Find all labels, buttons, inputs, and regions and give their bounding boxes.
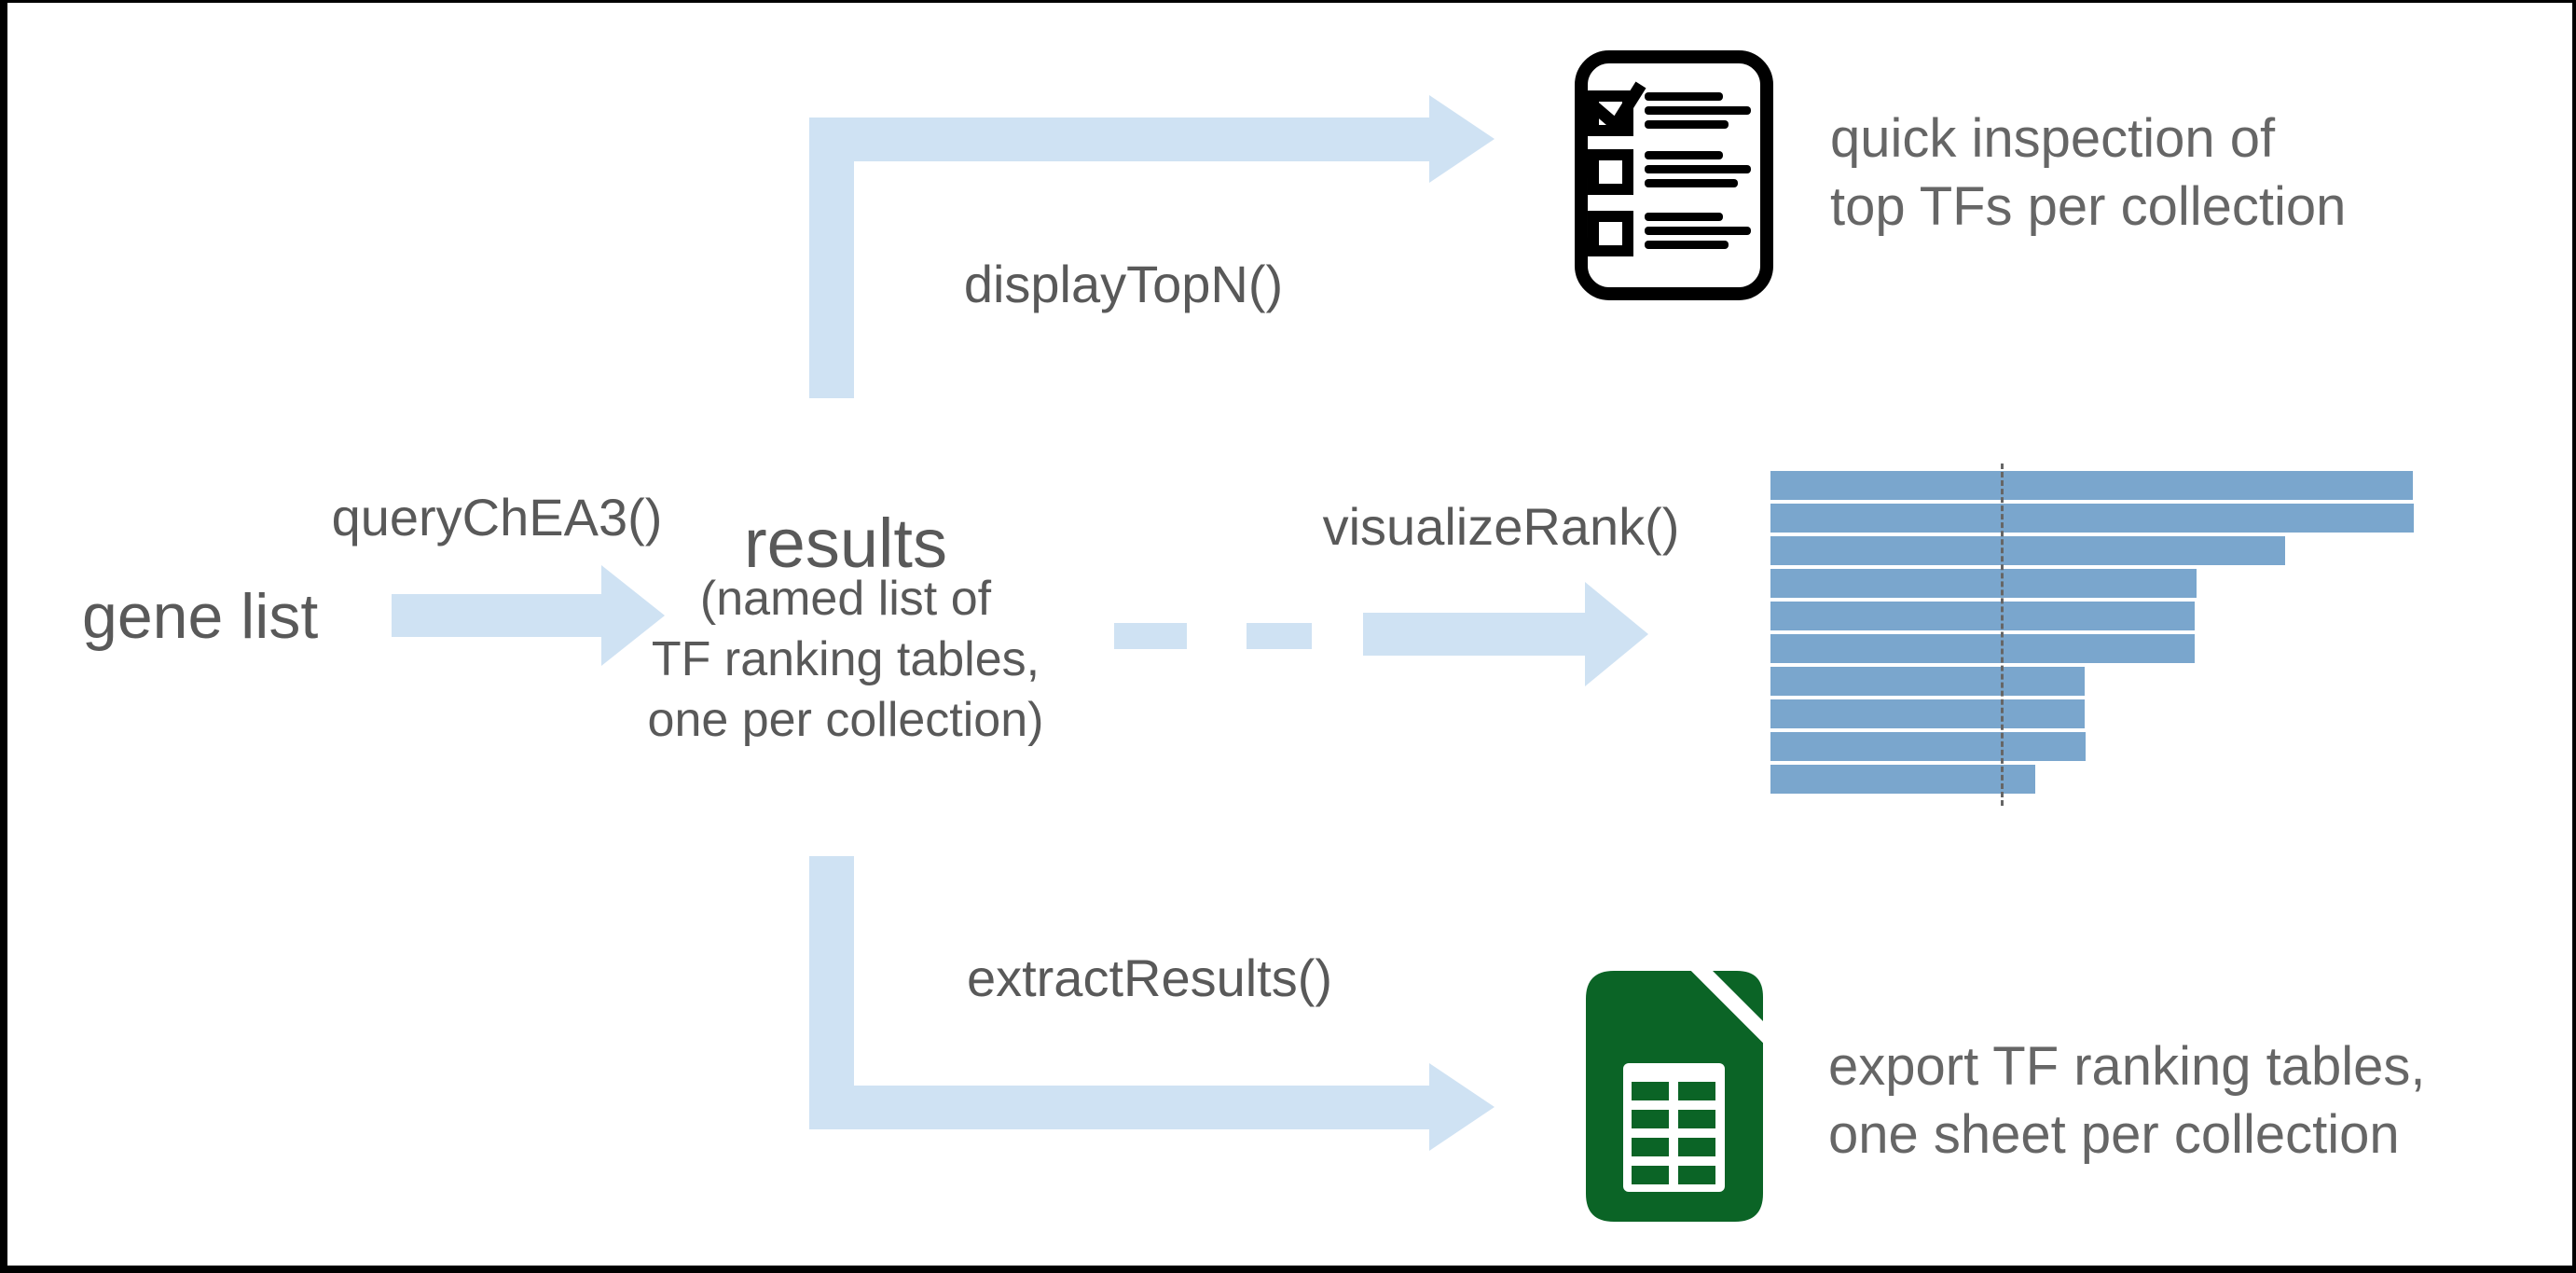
query-arrow-body (392, 594, 601, 637)
inspect-caption-line1: quick inspection of (1830, 108, 2276, 169)
query-arrow-head (601, 565, 665, 666)
checklist-icon (1575, 50, 1773, 300)
visualize-arrow-body (1363, 613, 1585, 656)
rank-bar (1770, 765, 2035, 794)
rank-bar (1770, 732, 2086, 761)
chart-dashed-gridline (2001, 464, 2004, 806)
top-border (0, 0, 2576, 3)
rank-bar (1770, 634, 2195, 663)
rank-bar (1770, 536, 2285, 565)
spreadsheet-icon (1586, 971, 1763, 1222)
display-elbow-horizontal (809, 118, 1429, 161)
rank-bar (1770, 699, 2085, 728)
extract-elbow-horizontal (809, 1086, 1429, 1129)
inspect-caption-line2: top TFs per collection (1830, 176, 2347, 237)
right-border (2572, 0, 2576, 1273)
bottom-border (0, 1266, 2576, 1273)
rank-bar (1770, 471, 2413, 500)
rank-bar (1770, 667, 2085, 696)
results-node-subtitle: (named list of TF ranking tables, one pe… (648, 569, 1044, 751)
rank-bar (1770, 504, 2414, 533)
visualizerank-label: visualizeRank() (1322, 497, 1680, 556)
gene-list-node: gene list (82, 581, 319, 652)
rank-bar-chart (1770, 471, 2416, 799)
rank-bar (1770, 602, 2195, 630)
results-subtitle-line1: (named list of (699, 572, 992, 626)
displaytopn-label: displayTopN() (963, 255, 1284, 313)
export-caption: export TF ranking tables, one sheet per … (1828, 1032, 2425, 1169)
display-arrow-head (1429, 95, 1495, 183)
visualize-arrow-head (1585, 582, 1648, 686)
extractresults-label: extractResults() (966, 948, 1333, 1007)
export-caption-line1: export TF ranking tables, (1828, 1036, 2426, 1097)
results-node-title: results (744, 505, 947, 582)
visualize-arrow-dash (1247, 623, 1312, 649)
extract-arrow-head (1429, 1063, 1495, 1151)
inspect-caption: quick inspection of top TFs per collecti… (1830, 104, 2346, 241)
results-subtitle-line3: one per collection) (647, 693, 1044, 747)
left-border (0, 0, 7, 1273)
export-caption-line2: one sheet per collection (1828, 1104, 2400, 1165)
extract-elbow-vertical (809, 856, 854, 1129)
visualize-arrow-dash (1114, 623, 1187, 649)
rank-bar (1770, 569, 2197, 598)
results-subtitle-line2: TF ranking tables, (651, 632, 1040, 686)
querychea3-label: queryChEA3() (331, 488, 663, 547)
display-elbow-vertical (809, 118, 854, 398)
